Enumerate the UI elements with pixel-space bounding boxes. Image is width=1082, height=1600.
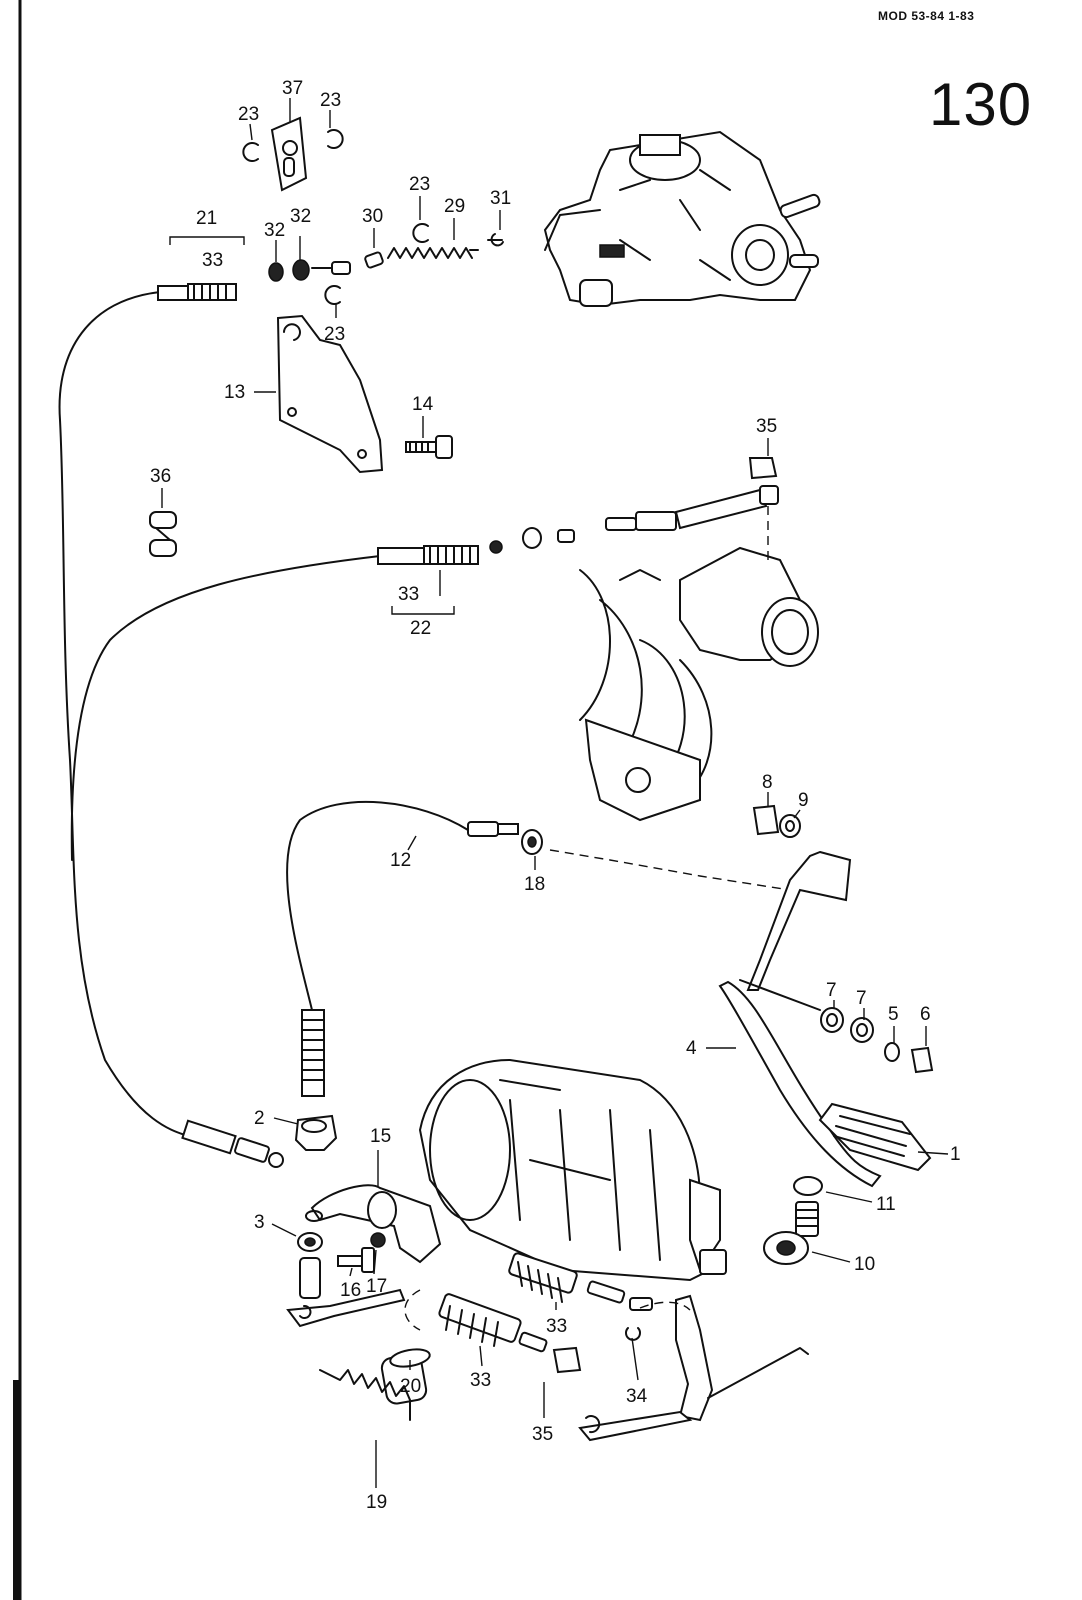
part-35-clip-bottom bbox=[552, 1346, 582, 1374]
part-23-clip-upper bbox=[412, 223, 429, 243]
part-19-spring bbox=[319, 1369, 411, 1421]
part-3-nut bbox=[297, 1232, 323, 1299]
callout-23: 23 bbox=[238, 104, 259, 125]
callout-35: 35 bbox=[532, 1424, 553, 1445]
callout-19: 19 bbox=[366, 1492, 387, 1513]
part-2-bushing bbox=[294, 1114, 338, 1151]
callout-17: 17 bbox=[366, 1276, 387, 1297]
part-31-clip bbox=[487, 233, 504, 247]
callout-16: 16 bbox=[340, 1280, 361, 1301]
part-17-nut bbox=[370, 1232, 386, 1248]
part-16-bolt bbox=[337, 1247, 375, 1273]
part-35-clip-top bbox=[748, 457, 778, 480]
part-36-clamp bbox=[149, 511, 177, 557]
part-33-spring-upper bbox=[508, 1252, 653, 1311]
part-5-washer bbox=[884, 1042, 900, 1062]
part-6-clip bbox=[910, 1046, 934, 1074]
part-13-bracket bbox=[276, 314, 384, 474]
callout-4: 4 bbox=[686, 1038, 697, 1059]
part-23-clip-left bbox=[242, 142, 259, 162]
callout-36: 36 bbox=[150, 466, 171, 487]
part-10-pedal-stop bbox=[763, 1201, 819, 1265]
callout-11: 11 bbox=[876, 1194, 896, 1215]
linkage-rods-illustration bbox=[286, 1288, 809, 1442]
part-11-washer bbox=[793, 1176, 823, 1196]
part-30-ferrule bbox=[311, 251, 384, 275]
callout-33: 33 bbox=[546, 1316, 567, 1337]
callout-29: 29 bbox=[444, 196, 465, 217]
callout-23: 23 bbox=[324, 324, 345, 345]
part-37-plate bbox=[270, 116, 308, 192]
callout-33: 33 bbox=[202, 250, 223, 271]
part-33-cable-carburettor bbox=[58, 283, 237, 1136]
callout-34: 34 bbox=[626, 1386, 648, 1407]
callout-2: 2 bbox=[254, 1108, 265, 1129]
callout-7: 7 bbox=[826, 980, 837, 1001]
model-reference: MOD 53-84 1-83 bbox=[878, 9, 975, 23]
part-15-lever bbox=[305, 1184, 442, 1264]
callout-leaders bbox=[161, 98, 949, 1488]
transmission-housing-illustration bbox=[418, 1058, 727, 1282]
callout-5: 5 bbox=[888, 1004, 899, 1025]
callout-31: 31 bbox=[490, 188, 511, 209]
part-32-nuts bbox=[268, 259, 310, 282]
callout-14: 14 bbox=[412, 394, 434, 415]
callout-18: 18 bbox=[524, 874, 545, 895]
callout-30: 30 bbox=[362, 206, 383, 227]
callout-10: 10 bbox=[854, 1254, 875, 1275]
carburettor-illustration bbox=[543, 130, 821, 307]
callout-20: 20 bbox=[400, 1376, 421, 1397]
part-14-bolt bbox=[405, 435, 453, 459]
part-9-bushing bbox=[779, 814, 801, 838]
page-number: 130 bbox=[929, 71, 1033, 138]
callout-3: 3 bbox=[254, 1212, 265, 1233]
callout-numbers: 37 23 23 21 33 32 32 30 23 29 31 23 13 1… bbox=[150, 78, 961, 1513]
callout-23: 23 bbox=[409, 174, 430, 195]
callout-6: 6 bbox=[920, 1004, 931, 1025]
part-8-clip bbox=[752, 804, 780, 836]
callout-8: 8 bbox=[762, 772, 773, 793]
callout-32: 32 bbox=[264, 220, 285, 241]
callout-1: 1 bbox=[950, 1144, 961, 1165]
part-12-cable bbox=[286, 800, 519, 1097]
part-4-accelerator-pedal-lever bbox=[718, 850, 932, 1188]
part-34-clip bbox=[625, 1327, 641, 1341]
callout-23: 23 bbox=[320, 90, 341, 111]
callout-22: 22 bbox=[410, 618, 431, 639]
part-7-bushing-b bbox=[850, 1017, 874, 1043]
callout-35: 35 bbox=[756, 416, 777, 437]
part-23-clip-right bbox=[327, 129, 344, 149]
part-29-spring bbox=[387, 247, 479, 259]
callout-15: 15 bbox=[370, 1126, 391, 1147]
callout-33: 33 bbox=[398, 584, 419, 605]
callout-33: 33 bbox=[470, 1370, 491, 1391]
part-23-clip-lower bbox=[324, 285, 341, 305]
callout-12: 12 bbox=[390, 850, 411, 871]
part-33-cable-throttle bbox=[70, 485, 779, 861]
callout-9: 9 bbox=[798, 790, 809, 811]
linkage-dashed-line bbox=[549, 849, 791, 891]
intake-manifold-illustration bbox=[579, 506, 819, 822]
part-33-spring-lower bbox=[438, 1293, 548, 1353]
callout-13: 13 bbox=[224, 382, 245, 403]
part-18-grommet bbox=[521, 829, 543, 855]
callout-7: 7 bbox=[856, 988, 867, 1009]
callout-32: 32 bbox=[290, 206, 311, 227]
callout-21: 21 bbox=[196, 208, 217, 229]
throttle-cable-end-fitting bbox=[181, 1119, 284, 1168]
callout-37: 37 bbox=[282, 78, 303, 99]
part-7-bushing-a bbox=[820, 1007, 844, 1033]
